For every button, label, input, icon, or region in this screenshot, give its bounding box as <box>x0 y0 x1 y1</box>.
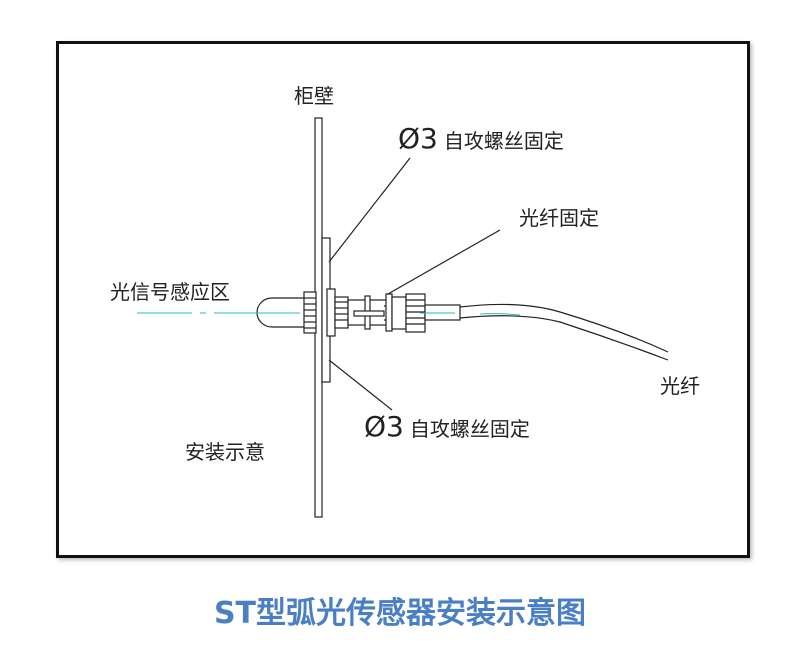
leader-screw-top <box>328 157 411 263</box>
fiber-pin <box>353 310 385 317</box>
label-cabinet-wall: 柜壁 <box>294 84 334 108</box>
st-connector-body <box>391 296 407 330</box>
leader-fiber-fix <box>387 229 501 295</box>
leader-screw-bottom <box>328 359 393 411</box>
diameter-symbol: Ø3 <box>364 410 404 443</box>
label-fiber: 光纤 <box>660 374 700 398</box>
nut-threads <box>304 297 316 329</box>
label-install-note: 安装示意 <box>185 440 265 464</box>
screw-text: 自攻螺丝固定 <box>443 129 564 153</box>
figure-title: ST型弧光传感器安装示意图 <box>213 596 587 631</box>
label-sensing-area: 光信号感应区 <box>110 280 230 304</box>
sensor-nut <box>303 291 317 334</box>
screw-text: 自攻螺丝固定 <box>409 417 530 441</box>
optical-centerline <box>137 312 521 316</box>
st-connector-flange <box>385 293 393 332</box>
washer <box>326 288 336 337</box>
fiber-cable <box>459 303 669 353</box>
diagram-frame <box>56 41 750 558</box>
diameter-symbol: Ø3 <box>398 122 438 155</box>
label-fiber-fix: 光纤固定 <box>519 206 599 230</box>
